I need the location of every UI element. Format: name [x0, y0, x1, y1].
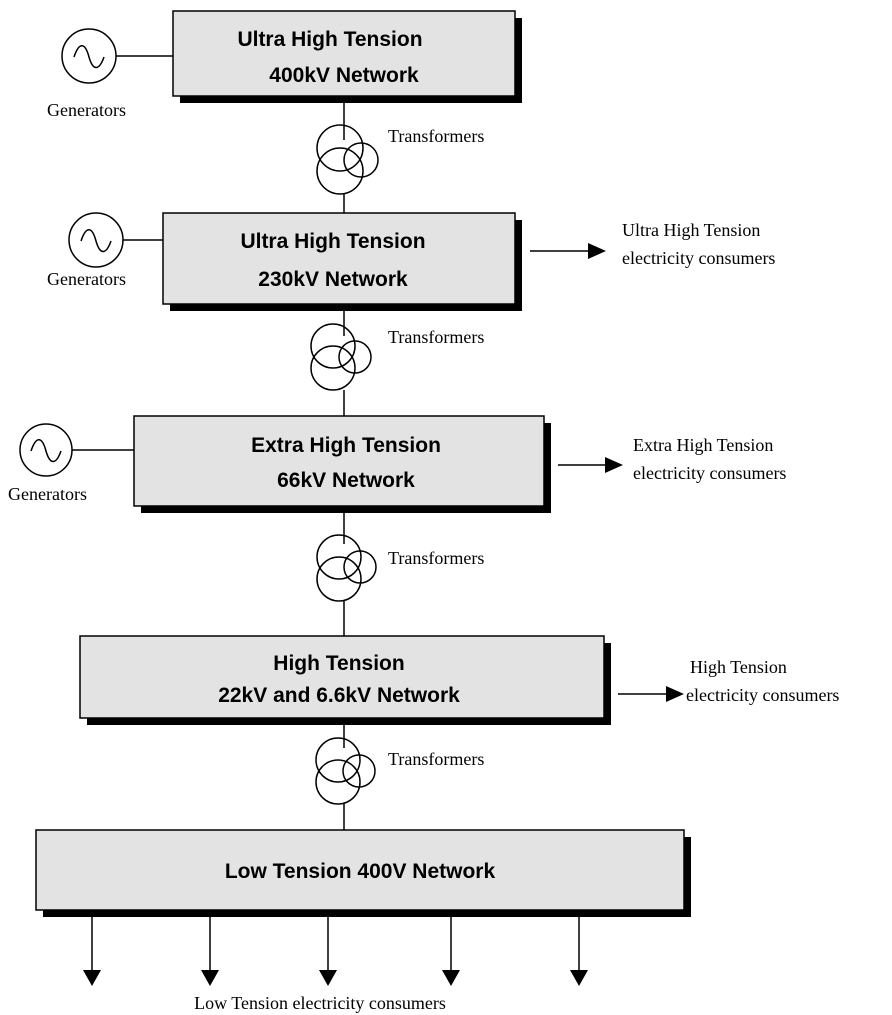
transformers-label-1: Transformers: [388, 126, 484, 146]
transformer-1: Transformers: [316, 103, 484, 213]
arrow-down-icon: [201, 970, 219, 986]
consumer-arrow-ht: High Tension electricity consumers: [618, 657, 839, 705]
transformer-winding-icon: [316, 147, 364, 195]
network-230kv-title: Ultra High Tension: [240, 230, 425, 253]
network-box-22kv: High Tension 22kV and 6.6kV Network: [79, 635, 611, 725]
generator-1: Generators: [47, 28, 173, 120]
transformer-winding-icon: [343, 550, 377, 584]
network-box-400kv: Ultra High Tension 400kV Network: [172, 10, 522, 103]
consumers-eht-line2: electricity consumers: [633, 463, 786, 483]
network-box-66kv: Extra High Tension 66kV Network: [133, 415, 551, 513]
transformer-winding-icon: [342, 754, 376, 788]
transformer-3: Transformers: [316, 513, 484, 636]
transformers-label-4: Transformers: [388, 749, 484, 769]
consumers-uht-line1: Ultra High Tension: [622, 220, 760, 240]
sine-wave-icon: [80, 229, 112, 253]
network-230kv-subtitle: 230kV Network: [258, 268, 408, 291]
arrow-down-icon: [570, 970, 588, 986]
consumer-arrow-eht: Extra High Tension electricity consumers: [558, 435, 786, 483]
arrow-right-icon: [605, 457, 623, 473]
transformers-label-3: Transformers: [388, 548, 484, 568]
transformer-winding-icon: [316, 534, 362, 580]
consumers-uht-line2: electricity consumers: [622, 248, 775, 268]
generators-label-2: Generators: [47, 269, 126, 289]
transformer-winding-icon: [315, 759, 361, 805]
arrow-down-icon: [319, 970, 337, 986]
network-22kv-subtitle: 22kV and 6.6kV Network: [218, 684, 460, 707]
transformer-4: Transformers: [315, 725, 484, 830]
transformer-winding-icon: [310, 323, 356, 369]
transformer-winding-icon: [315, 737, 361, 783]
network-22kv-title: High Tension: [273, 652, 404, 675]
network-400kv-title: Ultra High Tension: [237, 28, 422, 51]
network-400kv-subtitle: 400kV Network: [269, 64, 419, 87]
low-tension-consumers-label: Low Tension electricity consumers: [194, 993, 446, 1013]
network-box-400v: Low Tension 400V Network: [35, 829, 691, 917]
low-tension-consumer-arrows: Low Tension electricity consumers: [83, 917, 588, 1013]
arrow-right-icon: [588, 243, 606, 259]
network-66kv-subtitle: 66kV Network: [277, 469, 415, 492]
transformer-winding-icon: [316, 124, 364, 172]
consumer-arrow-uht: Ultra High Tension electricity consumers: [530, 220, 775, 268]
consumers-ht-line2: electricity consumers: [686, 685, 839, 705]
arrow-down-icon: [442, 970, 460, 986]
generator-2: Generators: [47, 212, 163, 289]
transformers-label-2: Transformers: [388, 327, 484, 347]
transformer-winding-icon: [338, 340, 372, 374]
network-box-230kv: Ultra High Tension 230kV Network: [162, 212, 522, 311]
network-400v-title: Low Tension 400V Network: [225, 860, 496, 883]
arrow-right-icon: [666, 686, 684, 702]
generators-label-3: Generators: [8, 484, 87, 504]
transformer-winding-icon: [343, 142, 379, 178]
transformer-winding-icon: [310, 345, 356, 391]
consumers-eht-line1: Extra High Tension: [633, 435, 773, 455]
sine-wave-icon: [73, 45, 105, 69]
sine-wave-icon: [30, 439, 62, 463]
arrow-down-icon: [83, 970, 101, 986]
network-66kv-title: Extra High Tension: [251, 434, 441, 457]
generator-3: Generators: [8, 423, 134, 504]
transformer-2: Transformers: [310, 311, 484, 416]
consumers-ht-line1: High Tension: [690, 657, 787, 677]
generators-label-1: Generators: [47, 100, 126, 120]
transformer-winding-icon: [316, 556, 362, 602]
